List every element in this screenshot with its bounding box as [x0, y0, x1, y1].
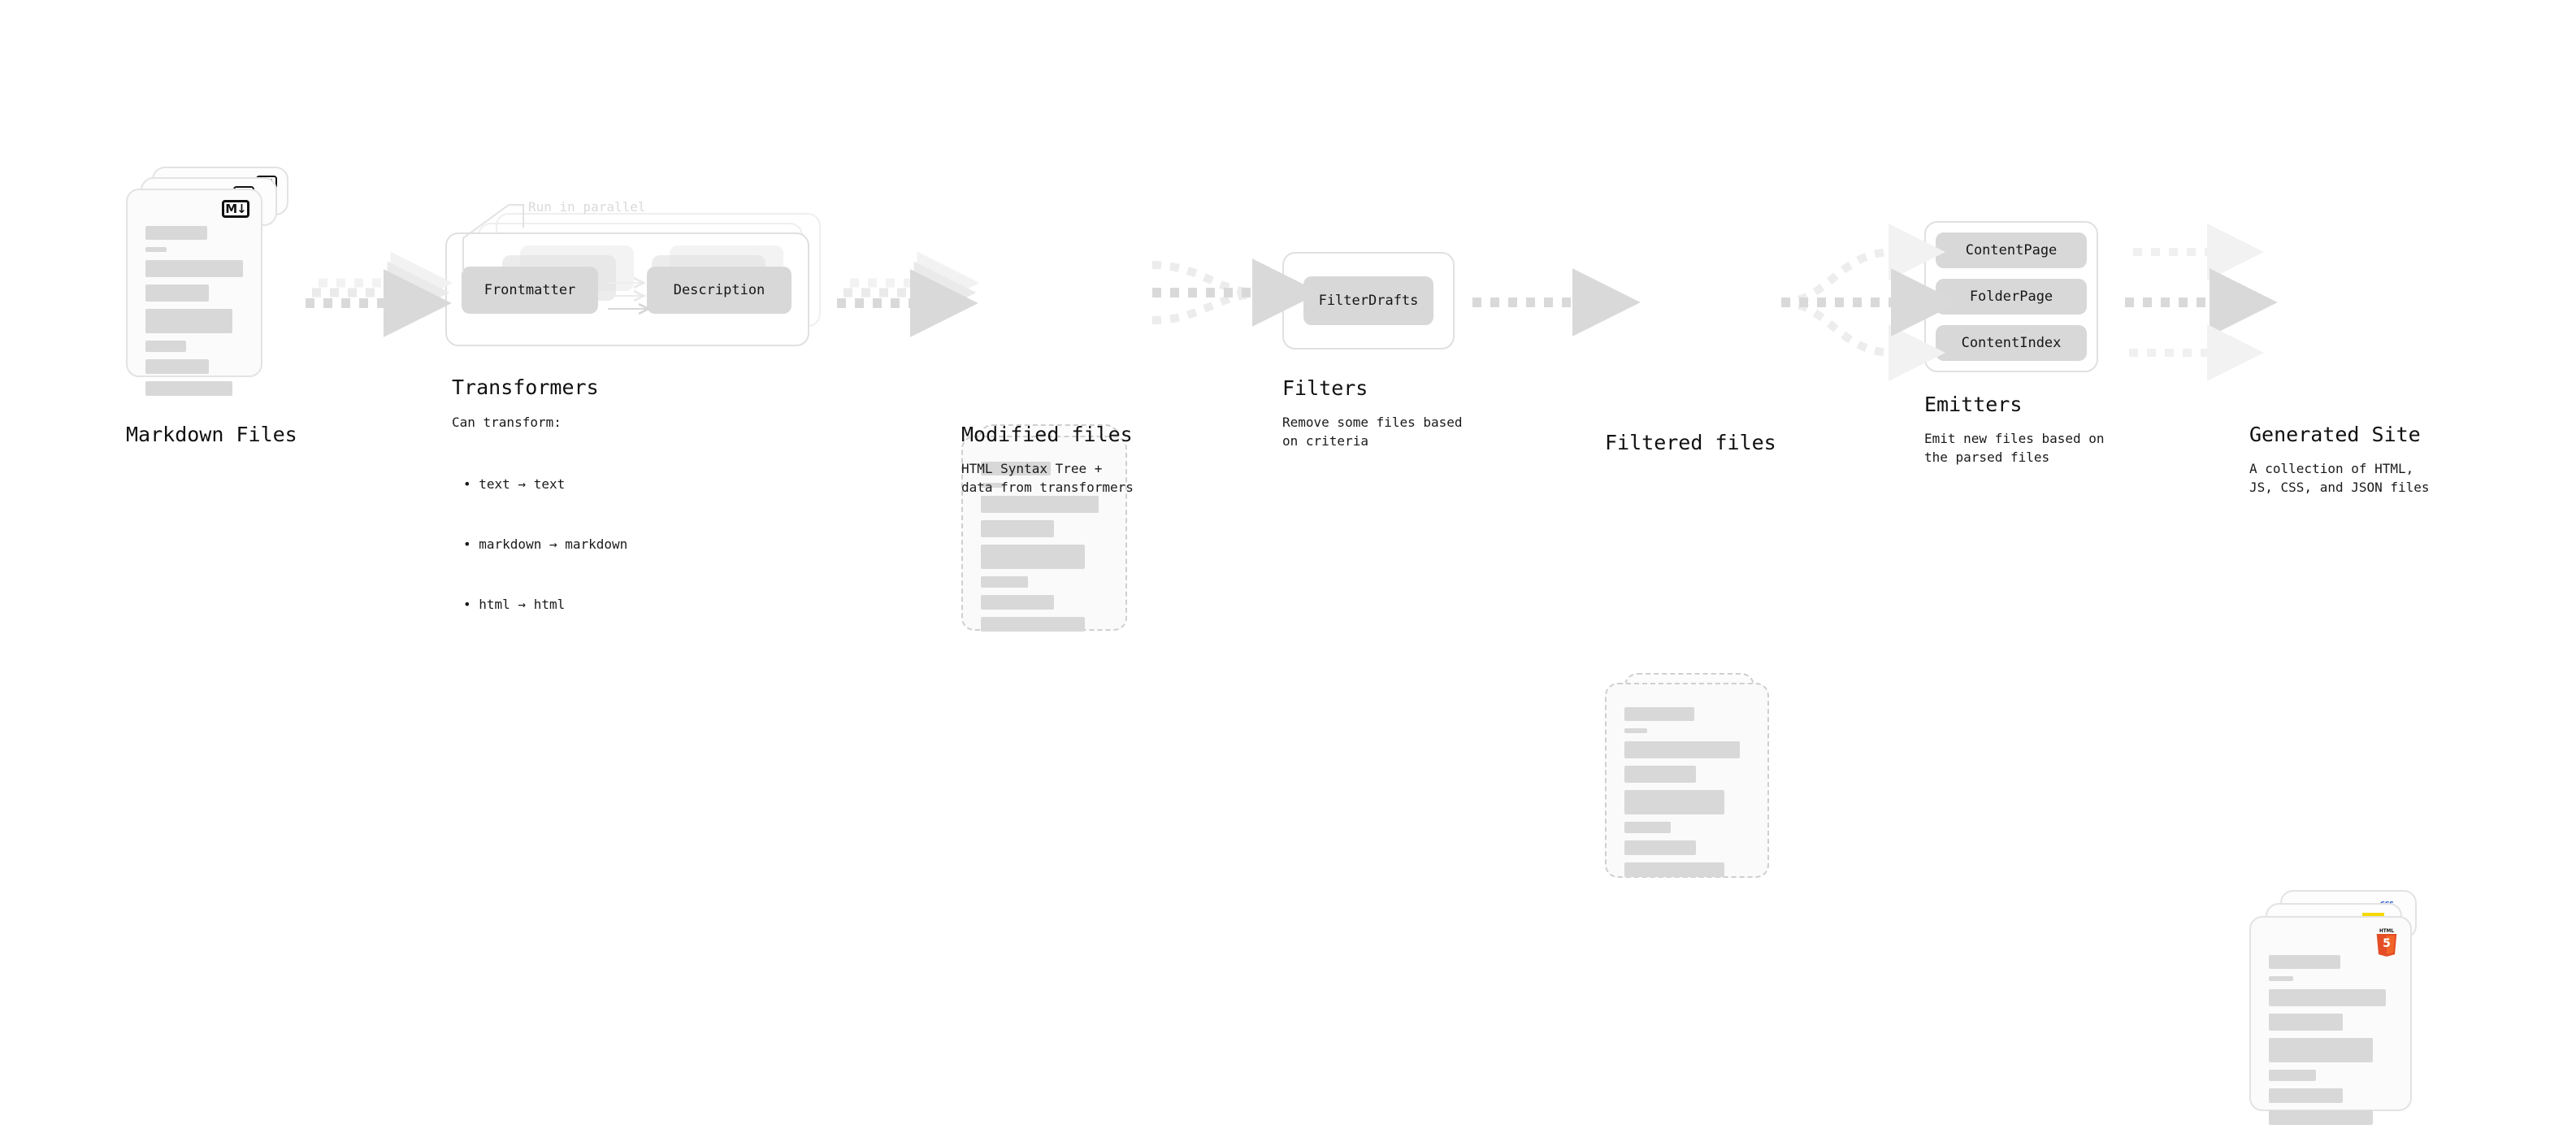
transformers-bullets: • text → text • markdown → markdown • ht…: [463, 434, 627, 656]
svg-text:HTML: HTML: [2379, 929, 2394, 934]
chip-frontmatter[interactable]: Frontmatter: [462, 267, 598, 314]
emitters-subtitle: Emit new files based on the parsed files: [1924, 431, 2105, 466]
stage-markdown-files: M↓ M↓ M↓: [126, 167, 313, 410]
chip-description[interactable]: Description: [647, 267, 791, 314]
stage-filters: FilterDrafts: [1282, 252, 1461, 350]
transformers-title: Transformers: [452, 376, 599, 399]
filtered-file-content: [1624, 707, 1750, 884]
generated-site-title: Generated Site: [2249, 423, 2421, 446]
arrow-modified-to-filters: [1151, 258, 1321, 327]
html-file: HTML 5: [2249, 916, 2412, 1125]
chip-filterdrafts[interactable]: FilterDrafts: [1303, 276, 1433, 325]
filters-subtitle: Remove some files based on criteria: [1282, 415, 1463, 449]
markdown-badge: M↓: [222, 200, 249, 218]
modified-files-subtitle: HTML Syntax Tree + data from transformer…: [961, 461, 1134, 496]
stage-modified-files: [961, 424, 1148, 668]
transformers-bullet-1: • text → text: [463, 475, 566, 492]
markdown-file-content: [145, 226, 243, 403]
arrow-transformers-to-modified: [837, 251, 980, 337]
stage-generated-site: CSS HTML 5: [2249, 890, 2444, 1142]
transformers-bullet-2: • markdown → markdown: [463, 536, 628, 552]
chip-folderpage[interactable]: FolderPage: [1936, 279, 2087, 315]
modified-file-front: [961, 436, 1127, 632]
generated-site-subtitle: A collection of HTML, JS, CSS, and JSON …: [2249, 461, 2430, 496]
transformers-bullet-3: • html → html: [463, 597, 566, 613]
pipeline-diagram: M↓ M↓ M↓ Markdown Files: [126, 167, 2430, 1125]
modified-file-content: [981, 462, 1108, 639]
transformers-subtitle: Can transform:: [452, 415, 562, 430]
html-file-content: [2269, 955, 2392, 1132]
markdown-files-title: Markdown Files: [126, 423, 297, 446]
stage-filtered-files: [1605, 673, 1792, 917]
filtered-files-title: Filtered files: [1605, 431, 1776, 454]
arrow-markdown-to-transformers: [306, 251, 453, 337]
markdown-file-front: M↓: [126, 189, 262, 396]
run-in-parallel-note: Run in parallel: [528, 199, 646, 215]
stage-emitters: ContentPage FolderPage ContentIndex: [1924, 221, 2119, 384]
svg-text:5: 5: [2383, 937, 2391, 950]
stage-transformers: Frontmatter Description: [445, 195, 835, 358]
arrow-emitters-to-site: [2125, 224, 2278, 381]
chip-contentindex[interactable]: ContentIndex: [1936, 325, 2087, 361]
emitters-title: Emitters: [1924, 393, 2023, 416]
modified-files-title: Modified files: [961, 423, 1133, 446]
arrow-filtered-to-emitters: [1780, 224, 1959, 381]
filtered-file-front: [1605, 683, 1769, 878]
chip-contentpage[interactable]: ContentPage: [1936, 232, 2087, 268]
filters-title: Filters: [1282, 376, 1368, 400]
